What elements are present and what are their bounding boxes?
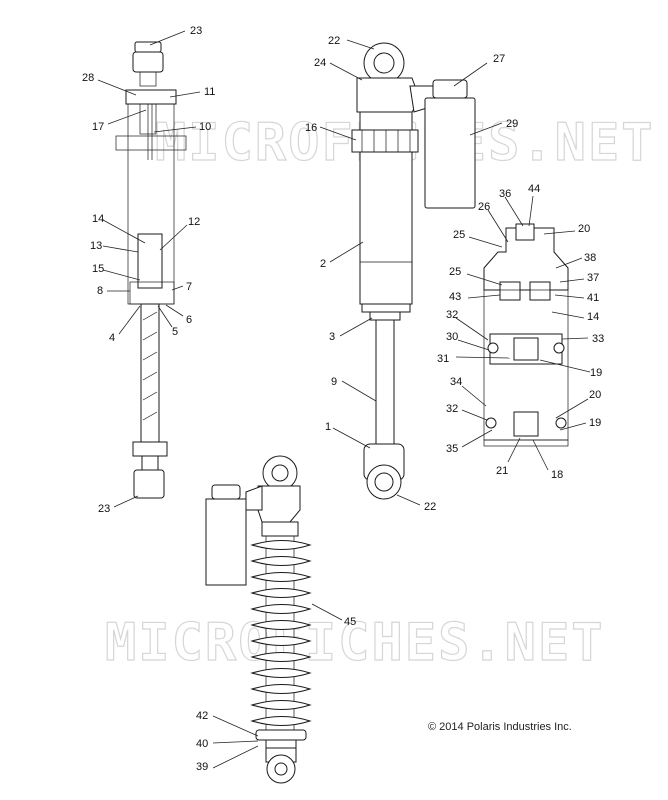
callout-39: 39 — [196, 761, 208, 773]
callout-23-top: 23 — [190, 25, 202, 37]
shock-body — [359, 151, 413, 305]
callout-21: 21 — [496, 465, 508, 477]
callout-5: 5 — [172, 326, 178, 338]
callout-8: 8 — [97, 285, 103, 297]
callout-43: 43 — [449, 291, 461, 303]
callout-35: 35 — [446, 443, 458, 455]
coil-spring — [250, 540, 312, 726]
body-head — [356, 77, 421, 113]
top-eyelet-bushing — [134, 41, 162, 53]
callout-34: 34 — [450, 376, 462, 388]
callout-11: 11 — [204, 86, 215, 98]
piston-rod — [140, 303, 160, 445]
callout-4: 4 — [109, 332, 115, 344]
callout-32-lower: 32 — [446, 403, 458, 415]
callout-16: 16 — [305, 122, 317, 134]
reservoir-body — [424, 97, 476, 209]
callout-25-top: 25 — [453, 229, 465, 241]
reservoir-cross-section — [455, 195, 591, 471]
callout-10: 10 — [199, 121, 211, 133]
callout-14-left: 14 — [92, 213, 104, 225]
callout-31: 31 — [437, 353, 449, 365]
callout-9: 9 — [331, 376, 337, 388]
watermark-bottom: MICROFICHES.NET — [105, 613, 605, 673]
seal-head — [369, 311, 401, 321]
callout-22-top: 22 — [328, 35, 340, 47]
callout-42: 42 — [196, 710, 208, 722]
callout-30: 30 — [446, 331, 458, 343]
callout-7: 7 — [186, 281, 192, 293]
piston-assembly — [137, 233, 163, 289]
shaft — [375, 319, 395, 445]
callout-1: 1 — [325, 421, 331, 433]
callout-19-lower: 19 — [589, 417, 601, 429]
copyright-notice: © 2014 Polaris Industries Inc. — [428, 721, 572, 733]
callout-3: 3 — [329, 331, 335, 343]
center-shock — [319, 39, 503, 506]
callout-26: 26 — [478, 201, 490, 213]
body-cap — [125, 89, 177, 105]
callout-40: 40 — [196, 738, 208, 750]
callout-38: 38 — [584, 252, 596, 264]
coilover-shock — [205, 455, 343, 784]
callout-22-bottom: 22 — [424, 501, 436, 513]
callout-12: 12 — [188, 216, 200, 228]
callout-32-upper: 32 — [446, 309, 458, 321]
coilover-reservoir — [205, 498, 247, 586]
left-shock-exploded — [97, 30, 201, 508]
callout-44: 44 — [528, 183, 540, 195]
callout-17: 17 — [92, 121, 104, 133]
callout-36: 36 — [499, 188, 511, 200]
callout-25-mid: 25 — [449, 266, 461, 278]
callout-6: 6 — [186, 314, 192, 326]
callout-33: 33 — [592, 333, 604, 345]
callout-23-bottom: 23 — [98, 503, 110, 515]
callout-28: 28 — [82, 72, 94, 84]
reservoir-cap — [432, 79, 468, 99]
callout-20-bottom: 20 — [589, 389, 601, 401]
callout-37: 37 — [587, 272, 599, 284]
callout-15: 15 — [92, 263, 104, 275]
bottom-eyelet-bushing — [133, 469, 165, 499]
callout-2: 2 — [320, 258, 326, 270]
callout-41: 41 — [587, 292, 599, 304]
callout-19-upper: 19 — [590, 367, 602, 379]
callout-27: 27 — [493, 53, 505, 65]
coilover-reservoir-cap — [211, 484, 241, 500]
callout-45: 45 — [344, 616, 356, 628]
callout-20-top: 20 — [578, 223, 590, 235]
callout-29: 29 — [506, 118, 518, 130]
callout-14-right: 14 — [587, 311, 599, 323]
callout-18: 18 — [551, 469, 563, 481]
callout-13: 13 — [90, 240, 102, 252]
callout-24: 24 — [314, 57, 326, 69]
